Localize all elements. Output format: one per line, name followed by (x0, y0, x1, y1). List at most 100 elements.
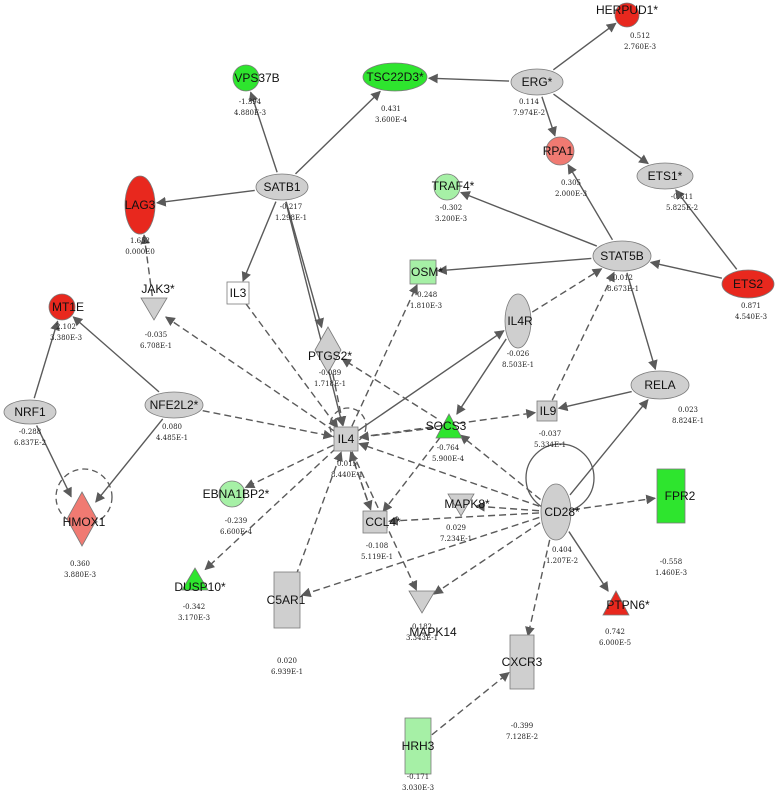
node-ebna1bp2-shape (218, 480, 246, 508)
node-lag3-p-value: 0.000E0 (125, 248, 155, 256)
node-mapk8-p-value: 7.234E-1 (440, 535, 472, 543)
node-hmox1-shape (66, 491, 98, 547)
node-rela-label: RELA (644, 378, 675, 392)
node-osm-label: OSM* (411, 265, 443, 279)
node-mapk8-label: MAPK8* (444, 497, 490, 511)
node-tsc22d3-shape (362, 62, 428, 92)
node-il3[interactable]: IL3 (226, 281, 250, 305)
edge-ccl4-to-il4 (348, 451, 372, 510)
node-erg-shape (510, 68, 564, 96)
node-ccl4-shape (362, 510, 388, 534)
node-traf4-fold-change: -0.302 (440, 204, 462, 212)
edge-erg-to-ets1 (553, 93, 649, 165)
node-c5ar1-fold-change: 0.020 (277, 657, 297, 665)
node-jak3-shape (140, 297, 168, 321)
edge-erg-to-herpud1 (552, 22, 617, 71)
node-ccl4-fold-change: -0.108 (366, 542, 388, 550)
edge-socs3-to-ptgs2 (341, 358, 437, 419)
node-nfe2l2-shape (144, 391, 204, 419)
edge-erg-to-rpa1 (541, 96, 557, 137)
edge-il4-to-mapk14 (351, 451, 418, 591)
node-stat5b-fold-change: 0.012 (613, 274, 633, 282)
node-ets2-fold-change: 0.871 (741, 302, 761, 310)
edge-stat5b-to-traf4 (460, 191, 598, 247)
node-herpud1-fold-change: 0.512 (630, 32, 650, 40)
edge-cd28-to-rela (569, 398, 649, 496)
edge-nrf1-to-mt1e (33, 320, 60, 399)
node-il3-shape (226, 281, 250, 305)
edge-stat5b-to-osm (436, 257, 592, 275)
node-satb1-label: SATB1 (263, 180, 300, 194)
node-hrh3-fold-change: -0.171 (407, 773, 429, 781)
node-herpud1-p-value: 2.760E-3 (624, 43, 656, 51)
node-mapk8-shape (447, 493, 475, 517)
node-osm-shape (409, 259, 437, 285)
node-cd28-fold-change: 0.404 (552, 546, 573, 554)
node-socs3-shape (435, 413, 463, 439)
node-vps37b-label: VPS37B (234, 71, 279, 85)
node-hmox1-fold-change: 0.360 (70, 560, 90, 568)
node-tsc22d3-label: TSC22D3* (366, 70, 424, 84)
node-socs3-label: SOCS3 (426, 419, 467, 433)
node-ets2-label: ETS2 (733, 277, 763, 291)
node-mapk14-fold-change: 0.182 (412, 623, 432, 631)
node-il4-label: IL4 (338, 432, 355, 446)
node-il9-fold-change: -0.037 (539, 430, 561, 438)
node-il4r-fold-change: -0.026 (507, 350, 530, 358)
node-socs3-fold-change: -0.764 (437, 444, 460, 452)
edge-satb1-to-il3 (241, 201, 277, 282)
edge-rela-to-il9 (557, 390, 632, 412)
edge-cd28-to-il4 (358, 441, 540, 507)
edge-ets2-to-ets1 (675, 189, 738, 270)
edge-il4-to-ebna1bp2 (244, 444, 334, 489)
edge-il4r-to-stat5b (531, 268, 603, 313)
node-lag3-shape (124, 175, 156, 235)
node-hrh3-shape (404, 717, 432, 775)
node-satb1-p-value: 1.298E-1 (275, 214, 307, 222)
edge-satb1-to-il4 (285, 201, 346, 427)
node-vps37b-shape (232, 64, 260, 92)
edge-nfe2l2-to-il4 (202, 409, 334, 440)
node-il9-shape (536, 400, 558, 422)
node-jak3-fold-change: -0.035 (145, 331, 167, 339)
node-ets1-label: ETS1* (648, 169, 683, 183)
edge-il4r-to-socs3 (456, 338, 507, 415)
node-il4-shape (333, 426, 359, 452)
edge-cd28-to-c5ar1 (300, 516, 540, 598)
